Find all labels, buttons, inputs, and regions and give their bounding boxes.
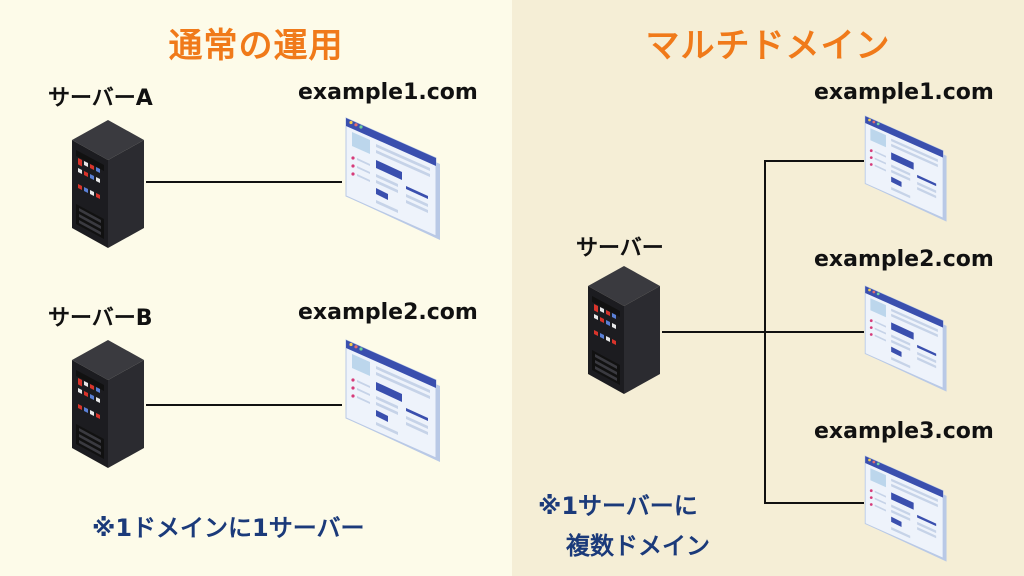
server-b-icon — [66, 334, 150, 474]
browser-example1-icon — [340, 114, 444, 242]
connector-to-example2 — [764, 331, 864, 333]
browser-example2-right-icon — [860, 282, 950, 394]
domain-example1-label: example1.com — [298, 80, 478, 105]
browser-example1-right-icon — [860, 112, 950, 224]
domain-example2-label: example2.com — [298, 300, 478, 325]
domain-example2-label-right: example2.com — [814, 247, 994, 272]
server-label: サーバー — [576, 236, 664, 261]
domain-example1-label-right: example1.com — [814, 80, 994, 105]
domain-example3-label: example3.com — [814, 419, 994, 444]
connector-server-to-trunk — [662, 331, 766, 333]
connector-to-example1 — [764, 160, 864, 162]
server-b-label: サーバーB — [48, 306, 153, 331]
connector-server-b-to-example2 — [146, 404, 342, 406]
multi-domain-note-line2: 複数ドメイン — [566, 532, 710, 560]
connector-server-a-to-example1 — [146, 181, 342, 183]
browser-example2-icon — [340, 336, 444, 464]
one-domain-per-server-note: ※1ドメインに1サーバー — [92, 514, 365, 542]
server-a-icon — [66, 114, 150, 254]
connector-to-example3 — [764, 502, 864, 504]
multi-domain-title: マルチドメイン — [645, 26, 891, 66]
multi-domain-note-line1: ※1サーバーに — [538, 492, 698, 520]
normal-operation-panel — [0, 0, 512, 576]
normal-operation-title: 通常の運用 — [168, 26, 344, 66]
server-a-label: サーバーA — [48, 86, 153, 111]
browser-example3-icon — [860, 452, 950, 564]
shared-server-icon — [582, 260, 666, 400]
